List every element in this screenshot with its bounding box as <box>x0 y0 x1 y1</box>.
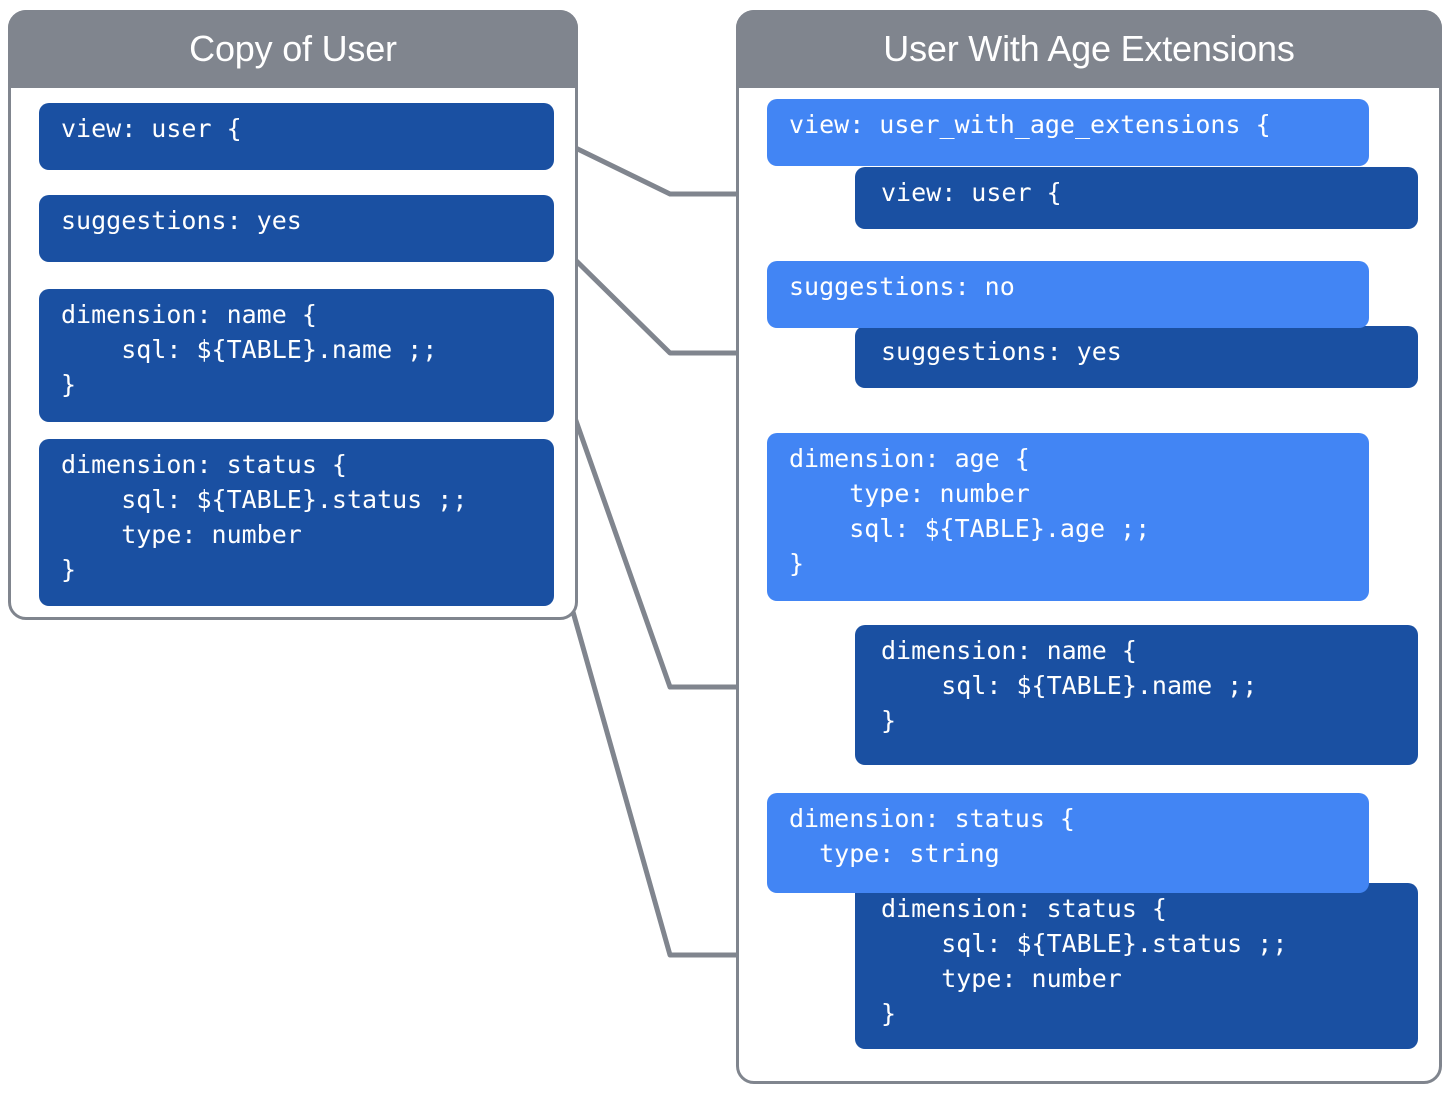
code-block-right-dimension-status-override[interactable]: dimension: status { type: string <box>767 793 1369 893</box>
code-block-right-view-extension[interactable]: view: user_with_age_extensions { <box>767 99 1369 166</box>
panel-copy-of-user: Copy of User view: user { suggestions: y… <box>8 10 578 620</box>
panel-left-title: Copy of User <box>8 10 578 88</box>
panel-right-title: User With Age Extensions <box>736 10 1442 88</box>
code-block-right-dimension-name[interactable]: dimension: name { sql: ${TABLE}.name ;; … <box>855 625 1418 765</box>
code-block-left-dimension-name[interactable]: dimension: name { sql: ${TABLE}.name ;; … <box>39 289 554 422</box>
code-block-left-view[interactable]: view: user { <box>39 103 554 170</box>
code-block-left-suggestions[interactable]: suggestions: yes <box>39 195 554 262</box>
code-block-right-dimension-status-inherited[interactable]: dimension: status { sql: ${TABLE}.status… <box>855 883 1418 1049</box>
code-block-right-dimension-age[interactable]: dimension: age { type: number sql: ${TAB… <box>767 433 1369 601</box>
code-block-right-view-inherited[interactable]: view: user { <box>855 167 1418 229</box>
panel-user-with-age-extensions: User With Age Extensions view: user_with… <box>736 10 1442 1084</box>
code-block-left-dimension-status[interactable]: dimension: status { sql: ${TABLE}.status… <box>39 439 554 606</box>
code-block-right-suggestions-no[interactable]: suggestions: no <box>767 261 1369 328</box>
code-block-right-suggestions-yes[interactable]: suggestions: yes <box>855 326 1418 388</box>
